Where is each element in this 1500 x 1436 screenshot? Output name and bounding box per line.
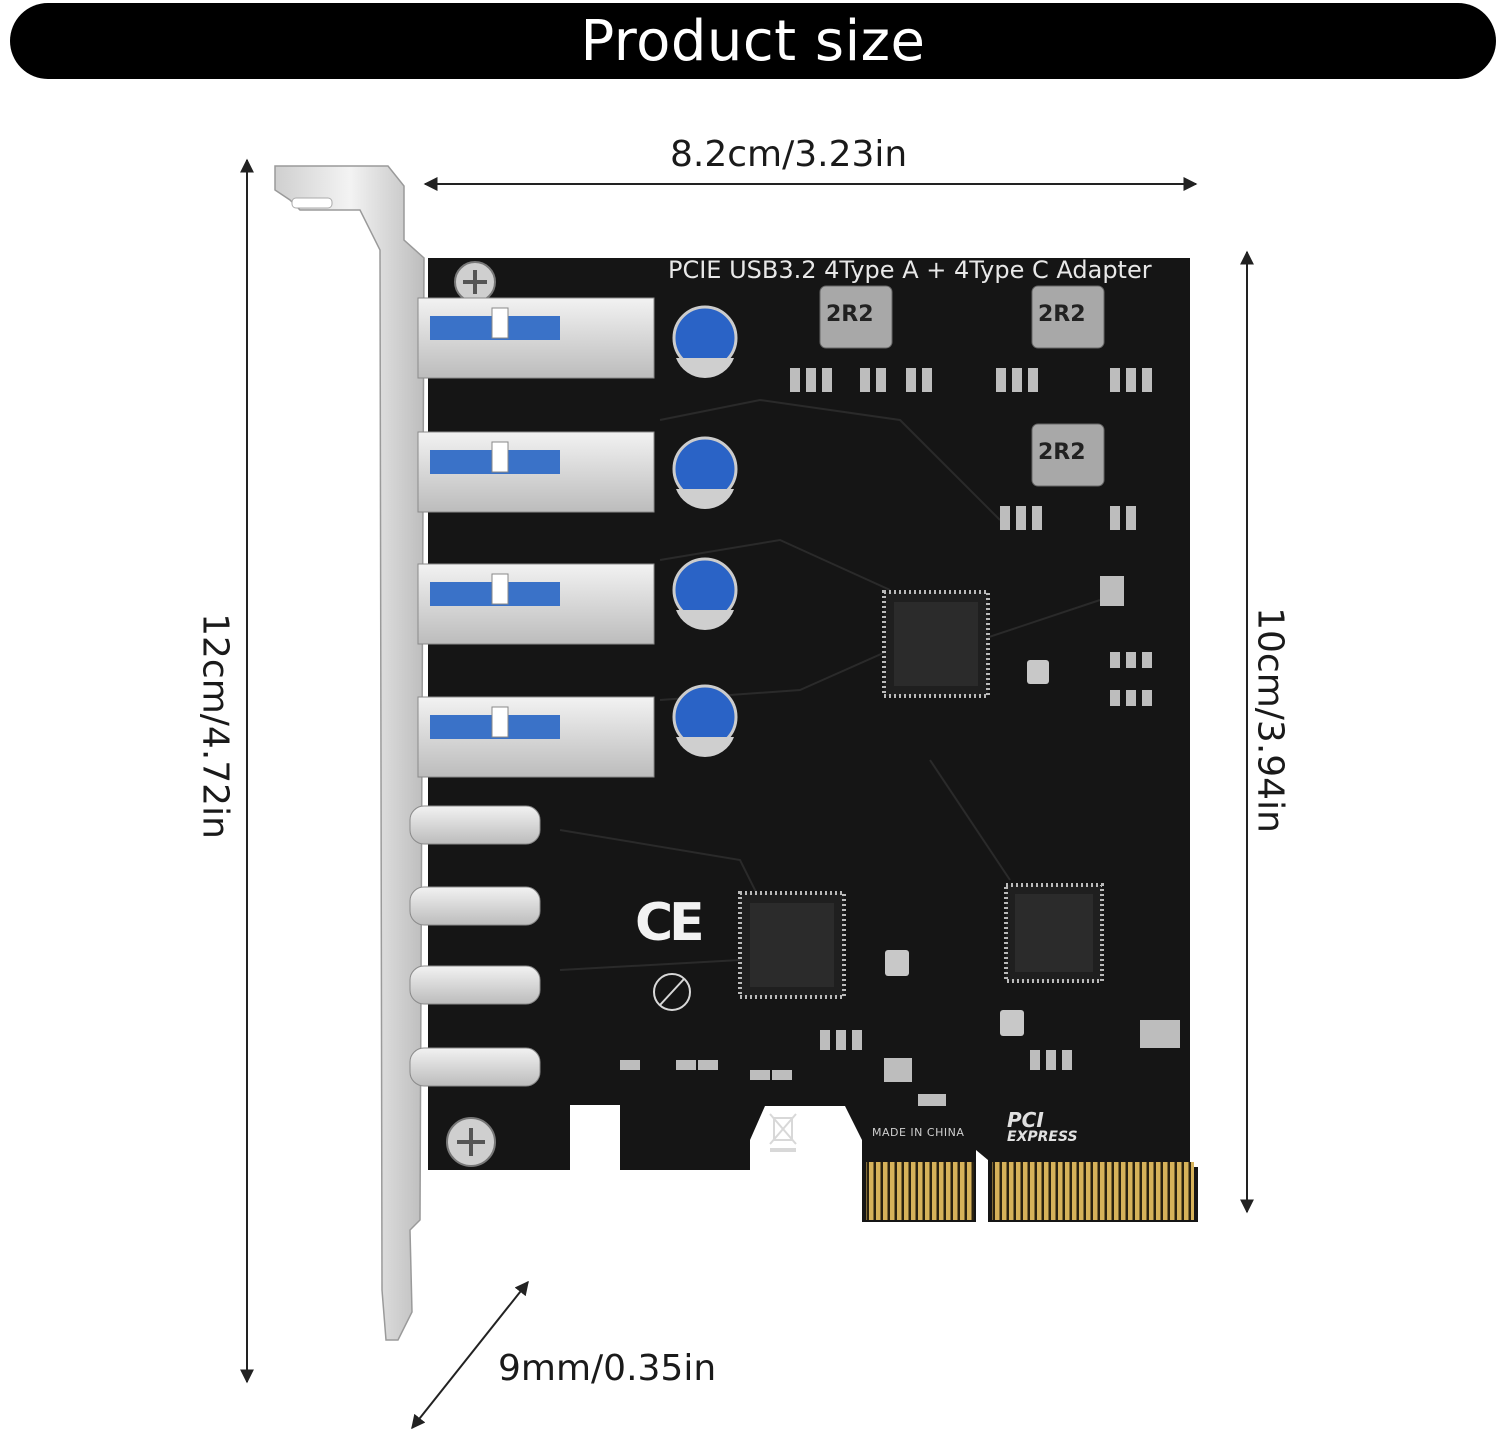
controller-chip-2 — [738, 891, 846, 999]
weee-bin-icon — [769, 1113, 797, 1152]
inductor-l5 — [1031, 423, 1105, 487]
board-width-label: 8.2cm/3.23in — [670, 134, 908, 175]
depth-label: 9mm/0.35in — [498, 1348, 717, 1389]
usb-a-port-3 — [417, 563, 655, 645]
usb-c-port-2 — [409, 886, 541, 926]
bracket-height-label: 12cm/4.72in — [194, 613, 236, 839]
pcb-board — [409, 258, 1198, 1222]
usb-a-port-4 — [417, 696, 655, 778]
usb-a-port-1 — [417, 297, 655, 379]
pci-express-logo: PCI EXPRESS — [1007, 1108, 1078, 1145]
inductor-label-l4: 2R2 — [1038, 302, 1086, 327]
crystal-y1 — [1000, 1010, 1024, 1036]
pcie-gold-fingers-left — [866, 1162, 974, 1220]
ce-mark: CE — [635, 893, 705, 953]
inductor-label-l5: 2R2 — [1038, 440, 1086, 465]
title-banner: Product size — [10, 3, 1496, 79]
usb-a-port-2 — [417, 431, 655, 513]
board-height-label: 10cm/3.94in — [1249, 607, 1291, 833]
controller-chip-3 — [1004, 883, 1104, 983]
screw-bottom — [446, 1117, 496, 1167]
pb-free-icon — [653, 973, 691, 1011]
pci-logo-text: PCI — [1007, 1108, 1044, 1132]
controller-chip-1 — [882, 590, 990, 698]
smd-components — [620, 368, 1180, 1106]
inductor-l4 — [1031, 285, 1105, 349]
capacitor-2 — [672, 436, 738, 510]
inductor-l3 — [819, 285, 893, 349]
made-in-label: MADE IN CHINA — [872, 1126, 965, 1139]
capacitor-3 — [672, 557, 738, 631]
pci-logo-sub: EXPRESS — [1007, 1129, 1078, 1145]
inductor-label-l3: 2R2 — [826, 302, 874, 327]
screw-top — [454, 261, 496, 303]
usb-c-port-4 — [409, 1047, 541, 1087]
crystal-x2 — [1027, 660, 1049, 684]
capacitor-1 — [672, 305, 738, 379]
banner-title: Product size — [580, 8, 926, 74]
pcie-gold-fingers-right — [992, 1162, 1194, 1220]
board-title: PCIE USB3.2 4Type A + 4Type C Adapter — [668, 256, 1152, 284]
crystal-x1 — [885, 950, 909, 976]
depth-line — [411, 1280, 529, 1430]
metal-bracket — [274, 165, 425, 1341]
usb-c-port-3 — [409, 965, 541, 1005]
usb-c-port-1 — [409, 805, 541, 845]
capacitor-4 — [672, 684, 738, 758]
